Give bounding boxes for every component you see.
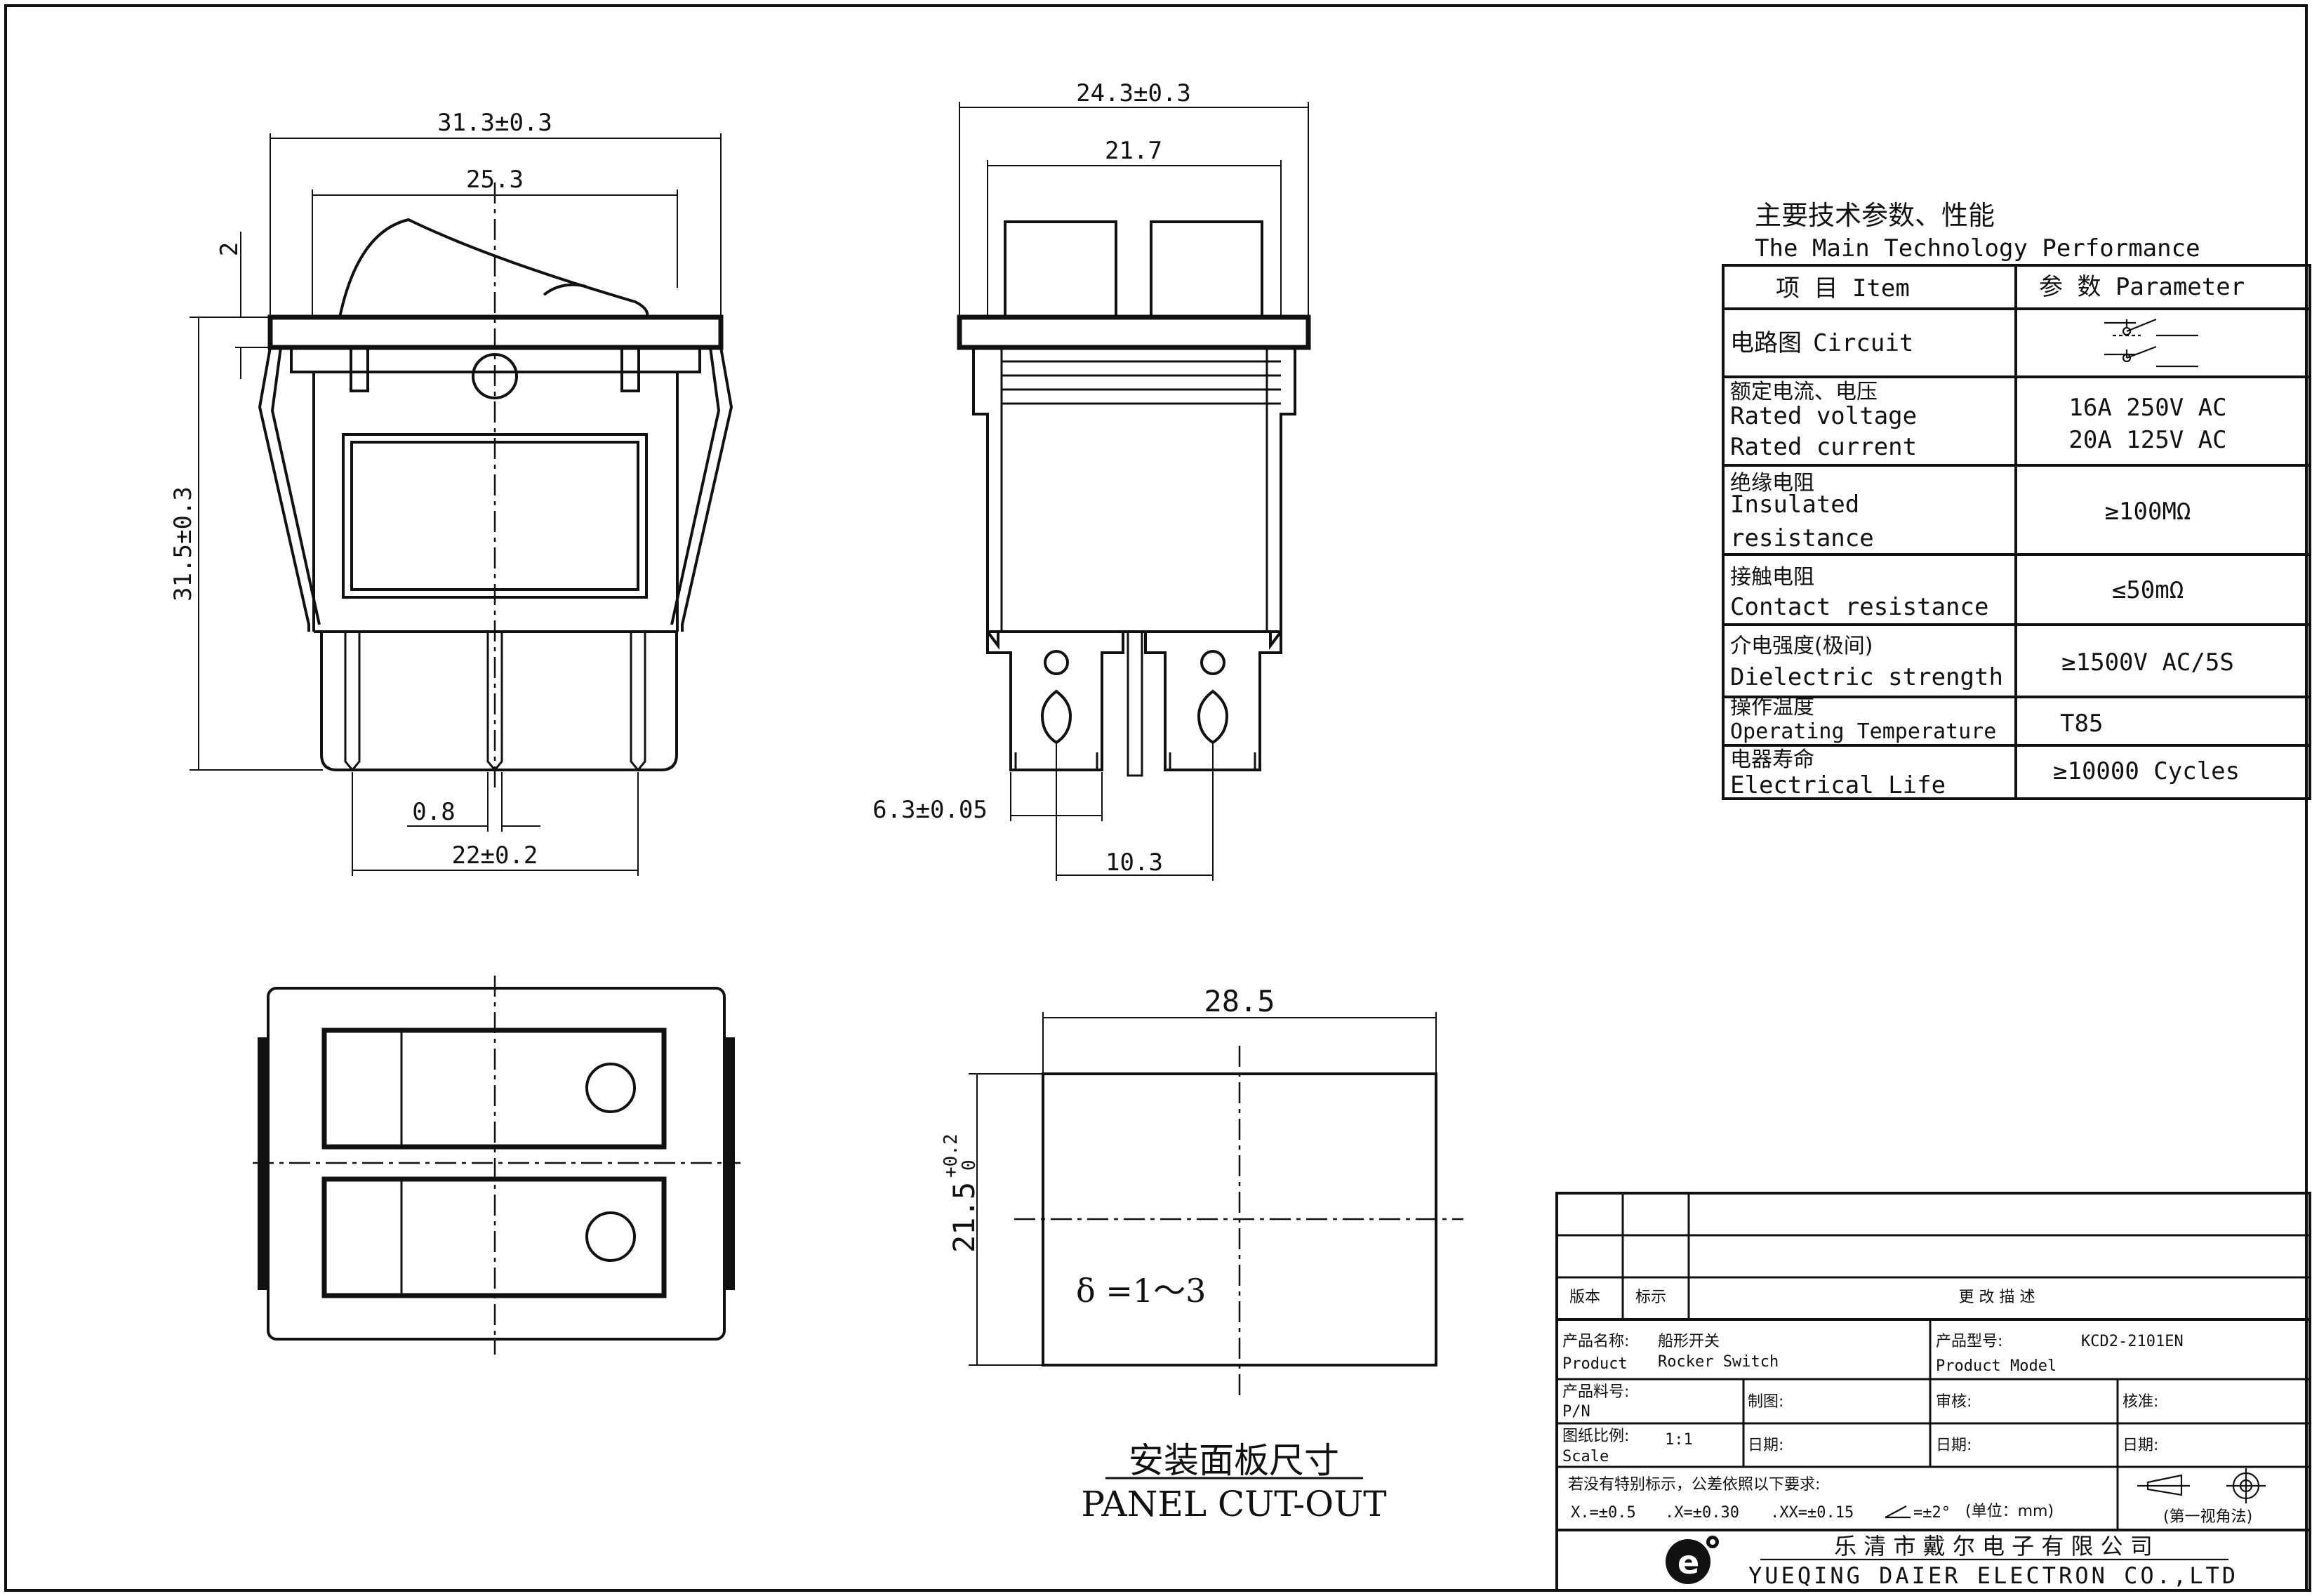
spec-table	[1722, 264, 2311, 800]
tb-change-desc-label: 更 改 描 述	[1959, 1289, 2035, 1306]
spec-row-dielectric-label-en: Dielectric strength	[1730, 663, 2003, 691]
spec-header-item: 项 目 Item	[1776, 274, 1910, 302]
front-view	[190, 133, 733, 876]
spec-row-temperature-label-en: Operating Temperature	[1730, 719, 1996, 744]
first-angle-projection-icon	[2137, 1468, 2266, 1503]
spec-title-en: The Main Technology Performance	[1755, 234, 2200, 262]
rocker-left	[1004, 220, 1117, 319]
panel-title-en: PANEL CUT-OUT	[1081, 1484, 1386, 1524]
tb-mark-label: 标示	[1635, 1289, 1666, 1306]
top-view	[253, 976, 740, 1355]
dim-front-inner-width: 25.3	[466, 166, 524, 194]
title-block	[1555, 1192, 2311, 1592]
tb-product-name-label-cn: 产品名称:	[1562, 1333, 1629, 1350]
company-logo-icon	[1666, 1536, 1719, 1584]
panel-title-cn: 安装面板尺寸	[1129, 1440, 1339, 1481]
dim-cutout-height-value: 21.5	[947, 1182, 981, 1253]
panel-cutout	[969, 1012, 1463, 1479]
side-view	[957, 102, 1311, 881]
spec-row-life-label-cn: 电器寿命	[1730, 747, 1814, 772]
panel-thickness: δ =1～3	[1076, 1272, 1206, 1310]
dim-cutout-height-tol-lower: 0	[959, 1159, 980, 1171]
dim-front-height: 31.5±0.3	[169, 486, 197, 601]
spec-row-contact-label-cn: 接触电阻	[1730, 565, 1814, 590]
tb-date-label-approve: 日期:	[2122, 1437, 2158, 1454]
tb-pn-label-cn: 产品料号:	[1562, 1383, 1629, 1401]
dim-side-inner-width: 21.7	[1105, 137, 1162, 165]
tb-product-name-cn: 船形开关	[1658, 1333, 1720, 1350]
double-pole-switch-icon	[2104, 318, 2198, 368]
tb-tol-xxx: .XX=±0.15	[1770, 1504, 1854, 1522]
dim-cutout-height: 21.5 +0.2 0	[941, 1133, 981, 1253]
tb-version-label: 版本	[1569, 1289, 1600, 1306]
spec-row-insulation-value: ≥100MΩ	[2105, 498, 2191, 526]
spec-row-dielectric-label-cn: 介电强度(极间)	[1730, 634, 1873, 658]
dim-front-overall-width: 31.3±0.3	[437, 109, 552, 137]
tb-product-name-en: Rocker Switch	[1658, 1353, 1779, 1371]
tb-tol-angle: =±2°	[1913, 1504, 1951, 1522]
tb-tol-xx: .X=±0.30	[1665, 1504, 1739, 1522]
tb-projection-note: (第一视角法)	[2163, 1508, 2252, 1526]
spec-row-temperature-value: T85	[2060, 710, 2103, 738]
tb-product-model-label-en: Product Model	[1936, 1357, 2057, 1375]
tb-company-en: YUEQING DAIER ELECTRON CO.,LTD	[1748, 1562, 2238, 1589]
spec-row-insulation-label-en2: resistance	[1730, 524, 1874, 552]
spec-row-rating-label-en2: Rated current	[1730, 433, 1917, 461]
side-flange	[957, 314, 1311, 350]
tb-date-label-drawn: 日期:	[1748, 1437, 1783, 1454]
spec-row-contact-label-en: Contact resistance	[1730, 593, 1988, 621]
spec-header-param: 参 数 Parameter	[2039, 273, 2245, 301]
spec-row-life-value: ≥10000 Cycles	[2053, 757, 2240, 785]
dim-pin-span: 22±0.2	[452, 842, 538, 870]
tb-product-model-label-cn: 产品型号:	[1936, 1333, 2002, 1350]
tb-tolerance-note: 若没有特别标示，公差依照以下要求:	[1568, 1476, 1820, 1494]
angle-tolerance-icon	[1885, 1505, 1911, 1519]
spec-title-cn: 主要技术参数、性能	[1755, 200, 1995, 231]
spec-row-circuit-label: 电路图 Circuit	[1730, 329, 1913, 357]
tb-product-model: KCD2-2101EN	[2081, 1333, 2184, 1350]
tb-drawn-label: 制图:	[1748, 1393, 1783, 1411]
spec-row-rating-value2: 20A 125V AC	[2068, 426, 2226, 454]
tb-tol-x: X.=±0.5	[1571, 1504, 1636, 1522]
spec-row-temperature-label-cn: 操作温度	[1730, 695, 1814, 719]
spec-row-insulation-label-cn: 绝缘电阻	[1730, 471, 1814, 496]
tb-company-cn: 乐 清 市 戴 尔 电 子 有 限 公 司	[1834, 1533, 2153, 1560]
tb-product-name-label-en: Product	[1562, 1355, 1628, 1373]
company-logo-letter: e	[1677, 1543, 1699, 1581]
spec-row-rating-label-cn: 额定电流、电压	[1730, 380, 1878, 404]
tb-review-label: 审核:	[1936, 1393, 1972, 1411]
spec-row-contact-value: ≤50mΩ	[2112, 576, 2184, 604]
dim-terminal-pitch: 10.3	[1105, 849, 1163, 877]
spec-row-rating-value: 16A 250V AC	[2068, 394, 2226, 422]
spec-row-insulation-label-en: Insulated	[1730, 491, 1859, 519]
spec-row-rating-label-en: Rated voltage	[1730, 402, 1917, 430]
tb-scale-label-en: Scale	[1562, 1448, 1609, 1465]
dim-cutout-width: 28.5	[1204, 984, 1275, 1018]
rocker-actuator	[338, 218, 649, 318]
tb-approve-label: 核准:	[2122, 1393, 2158, 1411]
tb-scale-label-cn: 图纸比例:	[1562, 1428, 1629, 1445]
tb-unit-note: (单位：mm)	[1965, 1503, 2054, 1520]
dim-cutout-height-tol-upper: +0.2	[941, 1133, 962, 1178]
rocker-right	[1150, 220, 1263, 319]
tb-pn-label-en: P/N	[1562, 1403, 1590, 1421]
tb-date-label-review: 日期:	[1936, 1437, 1972, 1454]
spec-row-dielectric-value: ≥1500V AC/5S	[2061, 649, 2234, 677]
tb-scale-value: 1:1	[1665, 1431, 1693, 1449]
dim-pin-width: 0.8	[412, 798, 455, 826]
dim-side-overall-width: 24.3±0.3	[1076, 79, 1191, 107]
dim-terminal-width: 6.3±0.05	[872, 796, 988, 824]
spec-row-circuit-label-en: Circuit	[1813, 329, 1913, 357]
indicator-hole	[472, 353, 518, 399]
spec-row-circuit-label-cn: 电路图	[1730, 329, 1802, 357]
dim-front-top-step: 2	[215, 242, 244, 256]
spec-row-life-label-en: Electrical Life	[1730, 771, 1946, 799]
